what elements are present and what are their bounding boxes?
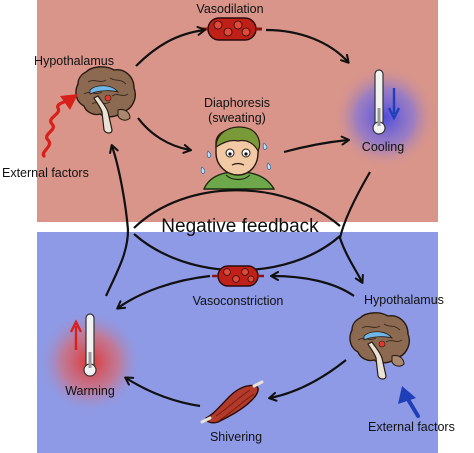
feedback-arrow-cooling-to-bottom-hypothalamus	[338, 171, 371, 284]
blood-vessel-icon	[202, 17, 262, 41]
warming-label: Warming	[65, 384, 115, 398]
arrow-brain-to-vasodilation	[135, 25, 206, 67]
arrow-vasoconstriction-to-warming	[116, 274, 211, 310]
arrow-muscle-to-warming	[124, 376, 201, 408]
cooling-down-arrowhead	[387, 107, 401, 121]
external-factors-bottom-label: External factors	[368, 420, 455, 434]
hypothalamus-top-label: Hypothalamus	[34, 54, 114, 68]
blood-vessel-icon	[212, 265, 264, 287]
cooling-label: Cooling	[361, 140, 405, 154]
negative-feedback-label: Negative feedback	[161, 216, 319, 237]
arrow-vasodilation-to-cooling	[265, 28, 350, 64]
external-factors-top-label: External factors	[2, 166, 89, 180]
sweating-person-icon	[200, 126, 276, 190]
feedback-arrow-warming-to-top-hypothalamus	[105, 144, 130, 297]
hypothalamus-bottom-label: Hypothalamus	[364, 293, 444, 307]
thermometer-icon	[83, 313, 97, 377]
cooling-glow	[333, 65, 437, 169]
brain-icon	[75, 66, 136, 134]
diaphoresis-label: Diaphoresis	[203, 96, 271, 110]
vasodilation-label: Vasodilation	[196, 2, 264, 16]
sweating-label: (sweating)	[208, 111, 266, 125]
thermometer-icon	[372, 69, 386, 135]
arrow-sweating-to-cooling	[283, 135, 350, 154]
squiggle-arrow-icon	[41, 98, 72, 158]
muscle-icon	[200, 380, 264, 424]
arrow-hypothalamus-to-muscle	[268, 359, 347, 402]
warming-up-arrowhead	[69, 319, 83, 333]
squiggle-arrowhead	[60, 94, 78, 110]
shivering-label: Shivering	[209, 430, 263, 444]
blue-arrowhead	[398, 386, 416, 404]
arrow-brain-to-sweating	[137, 117, 192, 154]
brain-icon	[349, 312, 410, 380]
vasoconstriction-label: Vasoconstriction	[192, 294, 284, 308]
feedback-arc-top	[133, 189, 341, 229]
arrow-hypothalamus-to-vasoconstriction	[270, 271, 355, 297]
